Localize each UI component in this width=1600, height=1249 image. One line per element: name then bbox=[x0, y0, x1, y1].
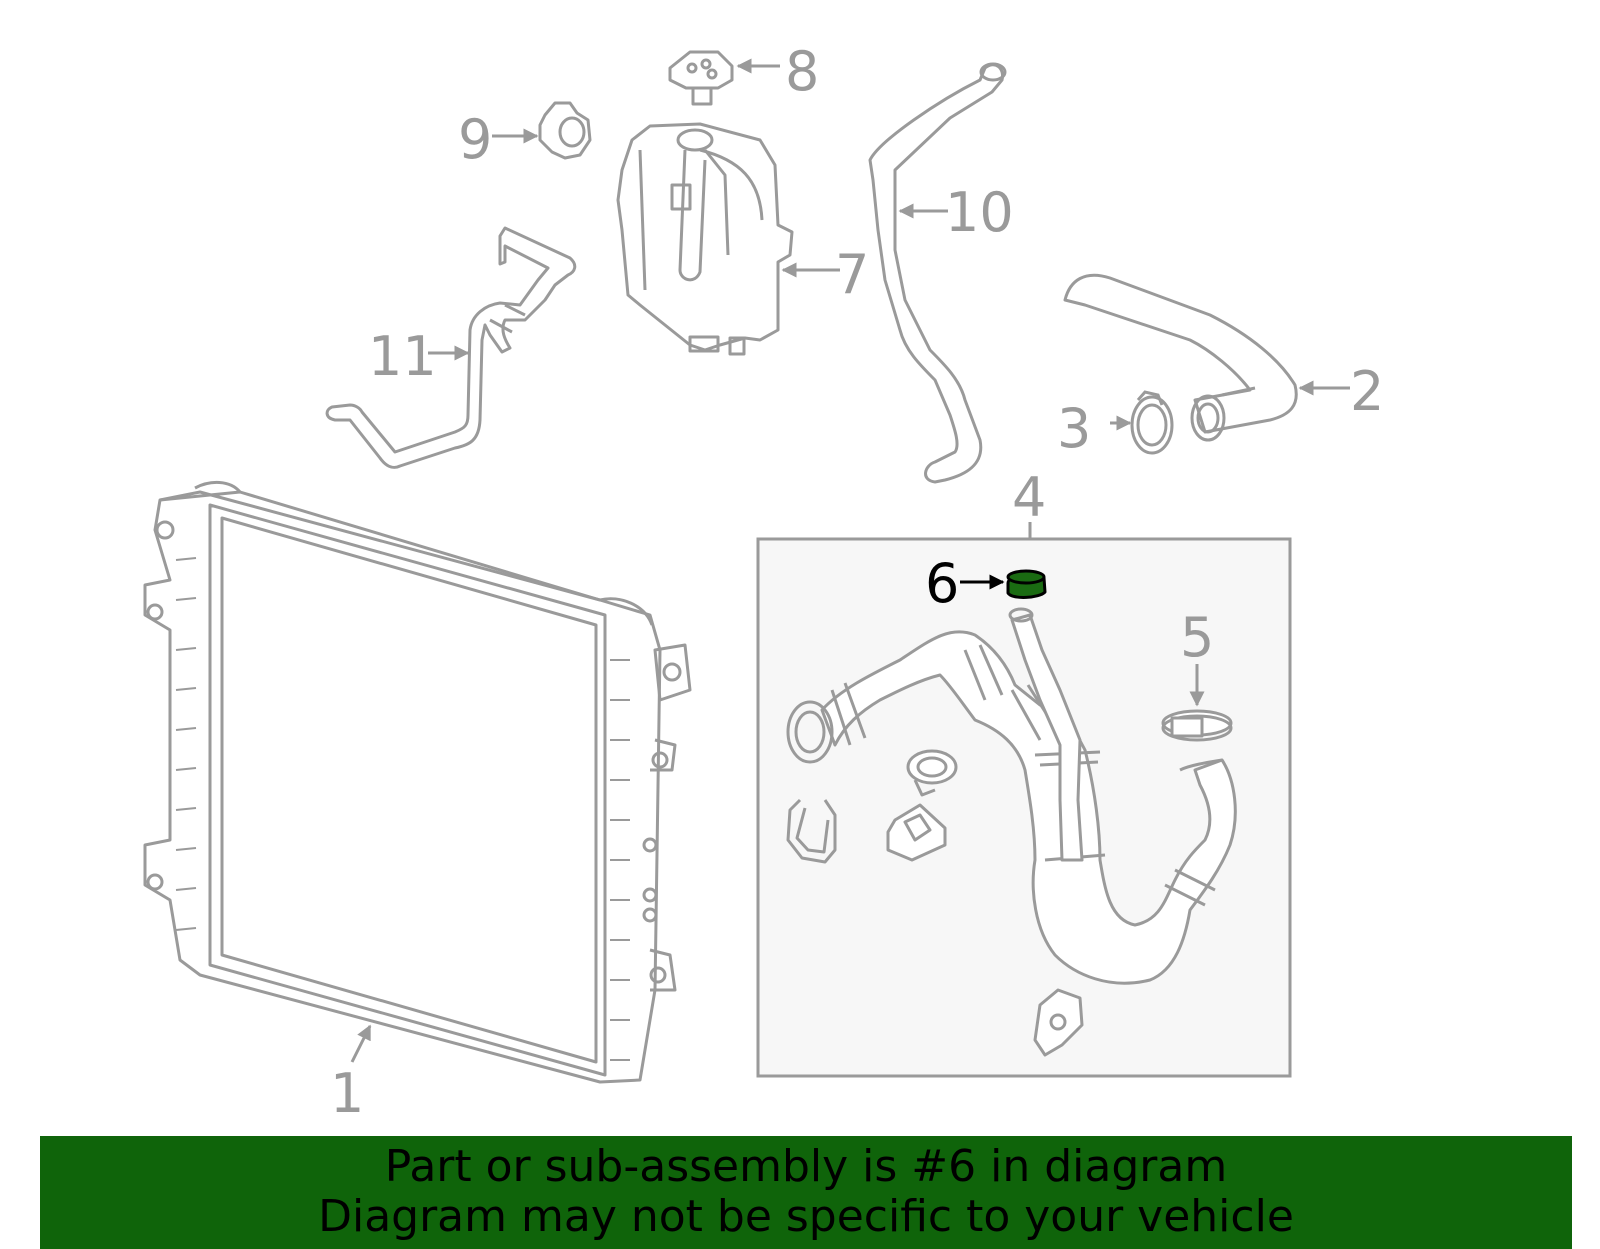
callout-1: 1 bbox=[330, 1062, 364, 1125]
callout-3: 3 bbox=[1057, 397, 1091, 460]
radiator-part bbox=[143, 481, 692, 1084]
callout-5: 5 bbox=[1180, 606, 1214, 669]
callout-8: 8 bbox=[785, 40, 819, 103]
mounting-bracket bbox=[886, 803, 947, 862]
callout-2: 2 bbox=[1350, 360, 1384, 423]
leader-lines bbox=[350, 58, 1350, 1063]
callout-11: 11 bbox=[368, 325, 437, 388]
callout-10: 10 bbox=[945, 181, 1014, 244]
banner-line-1: Part or sub-assembly is #6 in diagram bbox=[384, 1141, 1228, 1192]
callout-9: 9 bbox=[458, 108, 492, 171]
hose-clip-upper bbox=[906, 749, 958, 797]
upper-hose-part bbox=[1063, 273, 1298, 442]
reservoir-cap-part-9 bbox=[538, 101, 592, 160]
info-banner: Part or sub-assembly is #6 in diagram Di… bbox=[40, 1136, 1572, 1249]
hose-cap-part-6-highlighted bbox=[1006, 569, 1047, 599]
callout-7: 7 bbox=[835, 243, 869, 306]
lower-hose-assembly bbox=[786, 607, 1237, 985]
clamp-part-3 bbox=[1130, 390, 1174, 455]
radiator-fins bbox=[175, 557, 630, 1061]
bleed-pipe-part bbox=[325, 226, 577, 469]
callout-4: 4 bbox=[1012, 466, 1046, 529]
callout-6: 6 bbox=[925, 552, 959, 615]
banner-line-2: Diagram may not be specific to your vehi… bbox=[318, 1191, 1294, 1242]
coolant-reservoir-part bbox=[616, 122, 794, 356]
bottom-bracket bbox=[1033, 988, 1084, 1057]
overflow-hose-part bbox=[868, 62, 1007, 484]
callout-labels: 1 2 3 4 5 6 7 8 9 10 11 bbox=[330, 40, 1384, 1125]
reservoir-cap-part bbox=[668, 50, 734, 106]
retaining-clip bbox=[786, 798, 837, 864]
clamp-part-5 bbox=[1161, 709, 1233, 742]
